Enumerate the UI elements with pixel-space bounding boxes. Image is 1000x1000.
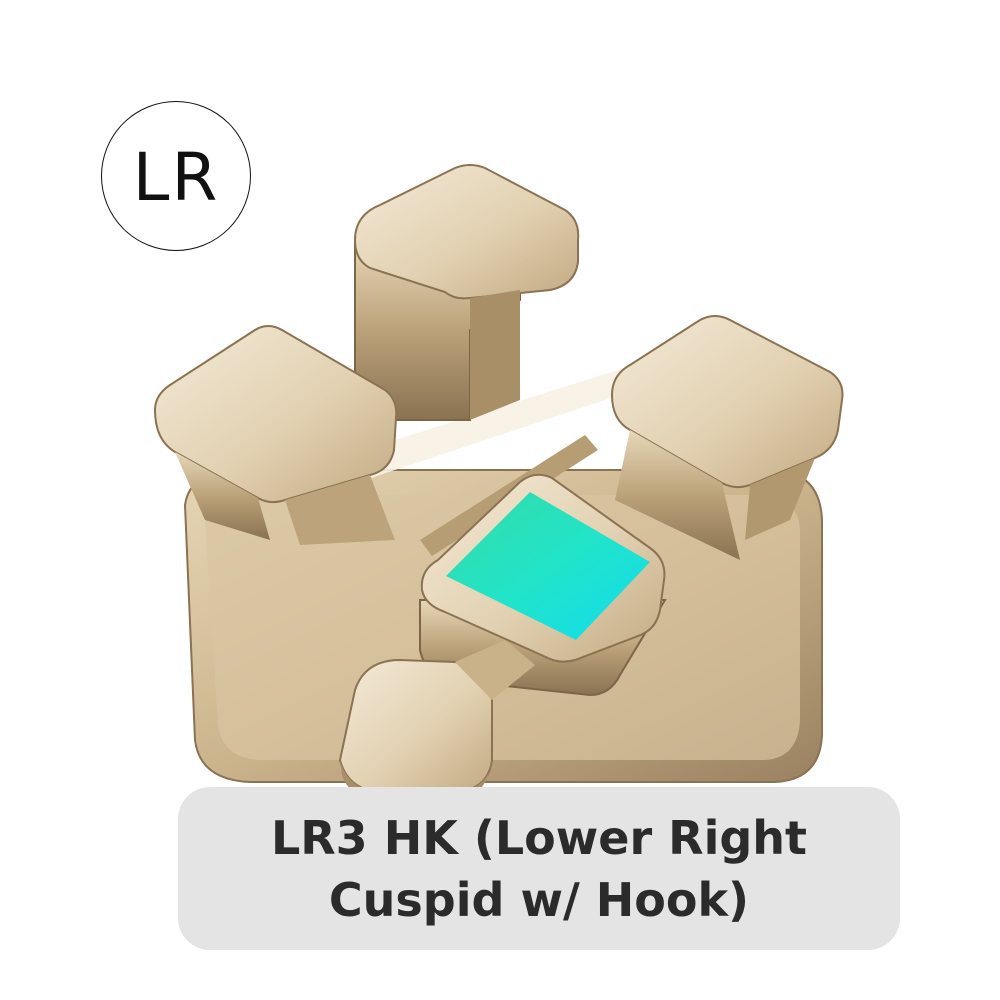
color-id-pad-icon xyxy=(446,492,650,640)
badge-text: LR xyxy=(132,139,220,216)
caption-line-2: Cuspid w/ Hook) xyxy=(328,872,750,927)
lr-badge: LR xyxy=(101,101,251,251)
product-caption: LR3 HK (Lower Right Cuspid w/ Hook) xyxy=(178,787,900,950)
caption-line-1: LR3 HK (Lower Right xyxy=(270,810,808,865)
